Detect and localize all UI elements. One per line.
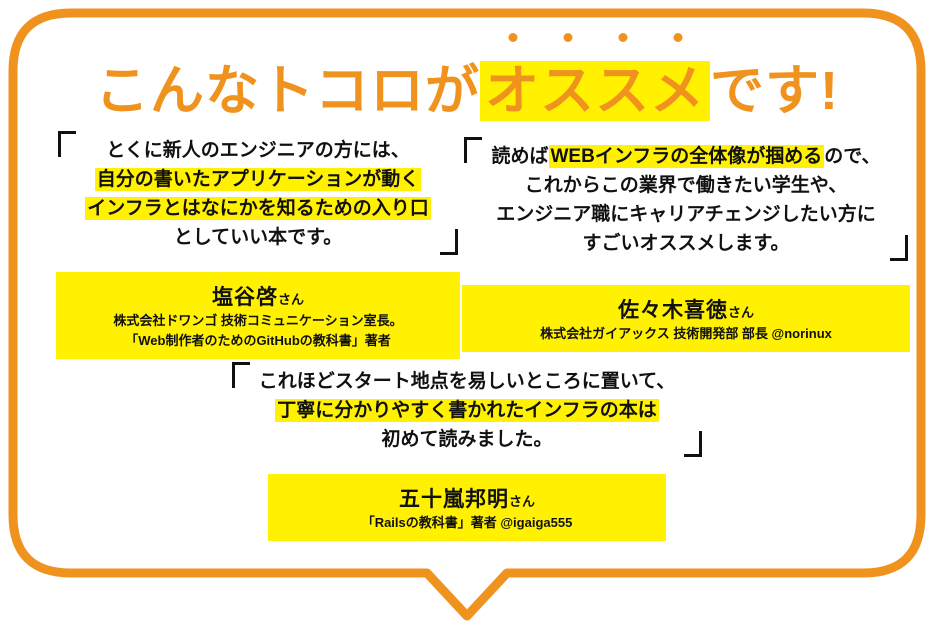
quote-segment: 初めて読みました。 (381, 429, 553, 450)
quote-segment-highlighted: インフラとはなにかを知るための入り口 (85, 197, 431, 220)
close-quote-bracket-icon (890, 235, 908, 261)
title-emphasis-char: メ (650, 46, 705, 125)
testimonial-1: とくに新人のエンジニアの方には、 自分の書いたアプリケーションが動く インフラと… (56, 131, 460, 359)
reviewer-honorific: さん (277, 292, 304, 307)
quote-line: インフラとはなにかを知るための入り口 (84, 194, 432, 223)
quote-segment-highlighted: 丁寧に分かりやすく書かれたインフラの本は (275, 399, 659, 422)
quote-line: とくに新人のエンジニアの方には、 (84, 136, 432, 165)
testimonial-quote: とくに新人のエンジニアの方には、 自分の書いたアプリケーションが動く インフラと… (56, 131, 460, 257)
testimonial-quote: これほどスタート地点を易しいところに置いて、 丁寧に分かりやすく書かれたインフラ… (230, 362, 704, 459)
quote-line: 丁寧に分かりやすく書かれたインフラの本は (258, 396, 676, 425)
quote-segment: すごいオススメします。 (582, 233, 790, 254)
quote-line: エンジニア職にキャリアチェンジしたい方に (490, 200, 882, 229)
reviewer-honorific: さん (727, 305, 754, 320)
reviewer-name: 五十嵐邦明 (398, 488, 509, 511)
quote-line: としていい本です。 (84, 223, 432, 252)
open-quote-bracket-icon (464, 137, 482, 163)
attribution-card: 佐々木喜徳さん 株式会社ガイアックス 技術開発部 部長 @norinux (462, 285, 910, 352)
quote-segment: 読めば (491, 146, 549, 167)
reviewer-name: 佐々木喜徳 (617, 299, 728, 322)
quote-line: これからこの業界で働きたい学生や、 (490, 171, 882, 200)
reviewer-name-row: 五十嵐邦明さん (276, 483, 658, 513)
title-post: です! (710, 61, 839, 121)
title-pre: こんなトコロが (95, 61, 480, 121)
title-highlight: オススメ (480, 61, 710, 121)
reviewer-detail: 株式会社ドワンゴ 技術コミュニケーション室長。 (113, 313, 403, 328)
quote-segment-highlighted: WEBインフラの全体像が掴める (548, 145, 825, 168)
quote-line: 初めて読みました。 (258, 425, 676, 454)
close-quote-bracket-icon (684, 431, 702, 457)
open-quote-bracket-icon (232, 362, 250, 388)
quote-line: 自分の書いたアプリケーションが動く (84, 165, 432, 194)
reviewer-detail: 「Railsの教科書」著者 @igaiga555 (361, 515, 573, 530)
quote-segment: これほどスタート地点を易しいところに置いて、 (258, 371, 676, 392)
quote-segment: とくに新人のエンジニアの方には、 (106, 140, 410, 161)
attribution-card: 五十嵐邦明さん 「Railsの教科書」著者 @igaiga555 (267, 474, 667, 541)
reviewer-detail: 「Web制作者のためのGitHubの教科書」著者 (125, 333, 391, 348)
quote-line: すごいオススメします。 (490, 229, 882, 258)
page-title: こんなトコロがオススメです! (0, 46, 934, 125)
reviewer-name: 塩谷啓 (211, 286, 278, 309)
reviewer-detail: 株式会社ガイアックス 技術開発部 部長 @norinux (540, 326, 832, 341)
reviewer-name-row: 佐々木喜徳さん (470, 294, 902, 324)
quote-segment-highlighted: 自分の書いたアプリケーションが動く (94, 168, 422, 191)
quote-segment: ので、 (824, 146, 881, 167)
reviewer-honorific: さん (508, 494, 535, 509)
testimonial-3: これほどスタート地点を易しいところに置いて、 丁寧に分かりやすく書かれたインフラ… (230, 362, 704, 541)
title-emphasis-char: ス (540, 46, 595, 125)
reviewer-name-row: 塩谷啓さん (64, 281, 452, 311)
title-emphasis-char: オ (485, 46, 540, 125)
title-emphasis-char: ス (595, 46, 650, 125)
quote-segment: これからこの業界で働きたい学生や、 (524, 175, 848, 196)
open-quote-bracket-icon (58, 131, 76, 157)
quote-line: これほどスタート地点を易しいところに置いて、 (258, 367, 676, 396)
attribution-card: 塩谷啓さん 株式会社ドワンゴ 技術コミュニケーション室長。 「Web制作者のため… (56, 272, 460, 359)
close-quote-bracket-icon (440, 229, 458, 255)
quote-segment: としていい本です。 (173, 227, 343, 248)
quote-segment: エンジニア職にキャリアチェンジしたい方に (496, 204, 876, 225)
